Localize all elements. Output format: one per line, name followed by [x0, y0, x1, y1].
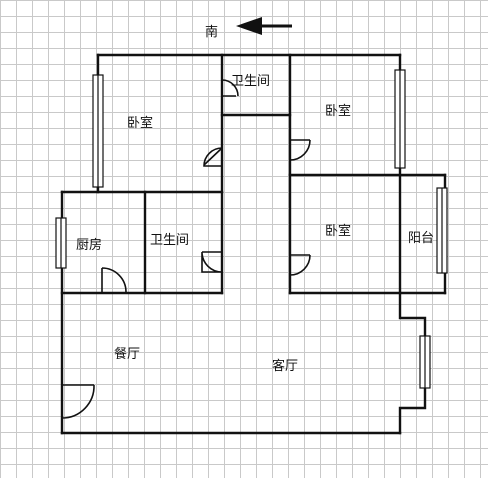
window-bedroom-right — [394, 69, 406, 169]
window-balcony — [436, 187, 448, 274]
windows — [55, 69, 448, 389]
door-bedroom-top — [203, 147, 223, 167]
compass-south-label: 南 — [205, 24, 218, 40]
doors — [61, 79, 311, 419]
label-dining: 餐厅 — [114, 346, 140, 362]
walls — [60, 53, 447, 435]
door-bathroom-middle — [201, 251, 223, 273]
label-bedroom-right-top: 卧室 — [325, 103, 351, 119]
window-kitchen — [55, 217, 67, 269]
door-bedroom-right — [289, 139, 311, 161]
compass: 南 — [205, 17, 292, 40]
window-bedroom-top — [92, 74, 104, 188]
door-kitchen — [101, 267, 127, 293]
label-bathroom-top: 卫生间 — [231, 74, 270, 89]
left-arrow-icon — [236, 17, 292, 35]
door-entrance — [61, 384, 95, 419]
window-living — [419, 335, 431, 389]
label-kitchen: 厨房 — [76, 237, 102, 253]
label-bathroom-middle: 卫生间 — [150, 233, 189, 248]
door-bathroom-top — [221, 79, 239, 97]
label-bedroom-top: 卧室 — [127, 115, 153, 131]
door-bedroom-middle — [289, 254, 311, 276]
label-bedroom-middle: 卧室 — [325, 223, 351, 239]
room-labels: 卧室 卫生间 卧室 卧室 厨房 卫生间 阳台 餐厅 客厅 — [76, 74, 434, 374]
label-balcony: 阳台 — [408, 231, 434, 246]
label-living: 客厅 — [272, 358, 298, 374]
